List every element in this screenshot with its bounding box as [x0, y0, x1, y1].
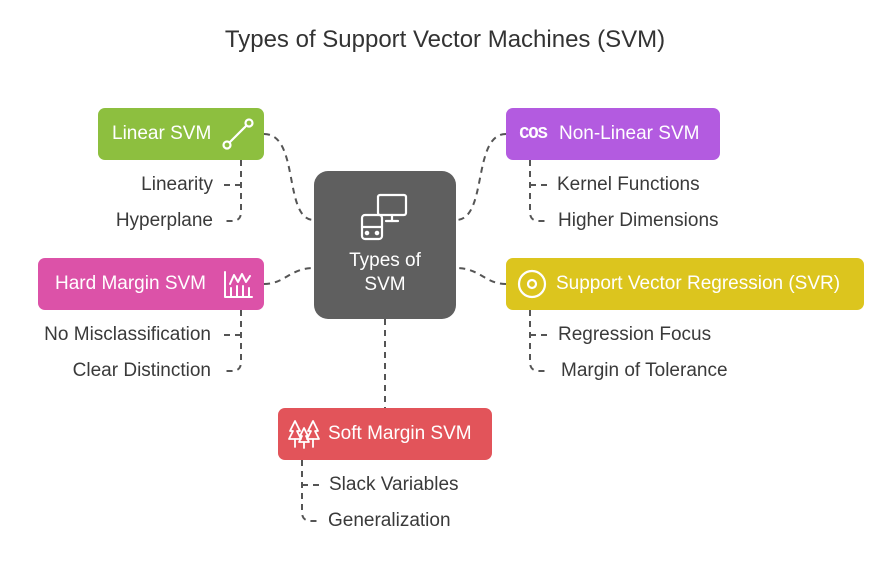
hard-item-clear-distinction: Clear Distinction	[72, 360, 211, 381]
svr-item-margin-tolerance: Margin of Tolerance	[561, 360, 728, 381]
non-linear-svm-node: COS Non-Linear SVM	[506, 108, 720, 160]
connector-nonlinear	[455, 133, 507, 221]
connector-linear-items	[222, 160, 242, 222]
soft-margin-svm-label: Soft Margin SVM	[328, 423, 472, 444]
connector-svr	[455, 267, 507, 285]
connector-hard	[263, 267, 315, 285]
connector-hard-items	[222, 310, 242, 372]
hard-margin-svm-node: Hard Margin SVM	[38, 258, 264, 310]
svr-node: Support Vector Regression (SVR)	[506, 258, 864, 310]
soft-margin-svm-node: Soft Margin SVM	[278, 408, 492, 460]
linear-svm-node: Linear SVM	[98, 108, 264, 160]
connector-svr-items	[529, 310, 549, 372]
trees-icon	[288, 418, 320, 450]
linear-item-hyperplane: Hyperplane	[115, 210, 213, 231]
hard-margin-svm-label: Hard Margin SVM	[55, 273, 206, 294]
bar-chart-crown-icon	[222, 268, 254, 300]
line-segment-icon	[222, 118, 254, 150]
soft-item-slack-variables: Slack Variables	[329, 474, 459, 495]
diagram-title: Types of Support Vector Machines (SVM)	[224, 26, 666, 53]
nonlinear-item-kernel: Kernel Functions	[557, 174, 700, 195]
hard-item-no-misclassification: No Misclassification	[44, 324, 211, 345]
connector-linear	[263, 133, 315, 221]
linear-svm-label: Linear SVM	[112, 123, 212, 144]
nonlinear-item-dimensions: Higher Dimensions	[558, 210, 719, 231]
target-circle-icon	[516, 268, 548, 300]
connector-soft-items	[301, 460, 321, 522]
connector-nonlinear-items	[529, 160, 549, 222]
cos-function-icon: COS	[519, 124, 548, 144]
non-linear-svm-label: Non-Linear SVM	[559, 123, 700, 144]
linear-item-linearity: Linearity	[141, 174, 213, 195]
soft-item-generalization: Generalization	[328, 510, 451, 531]
computer-devices-icon	[360, 193, 410, 248]
svr-item-regression-focus: Regression Focus	[558, 324, 712, 345]
svr-label: Support Vector Regression (SVR)	[556, 273, 841, 294]
